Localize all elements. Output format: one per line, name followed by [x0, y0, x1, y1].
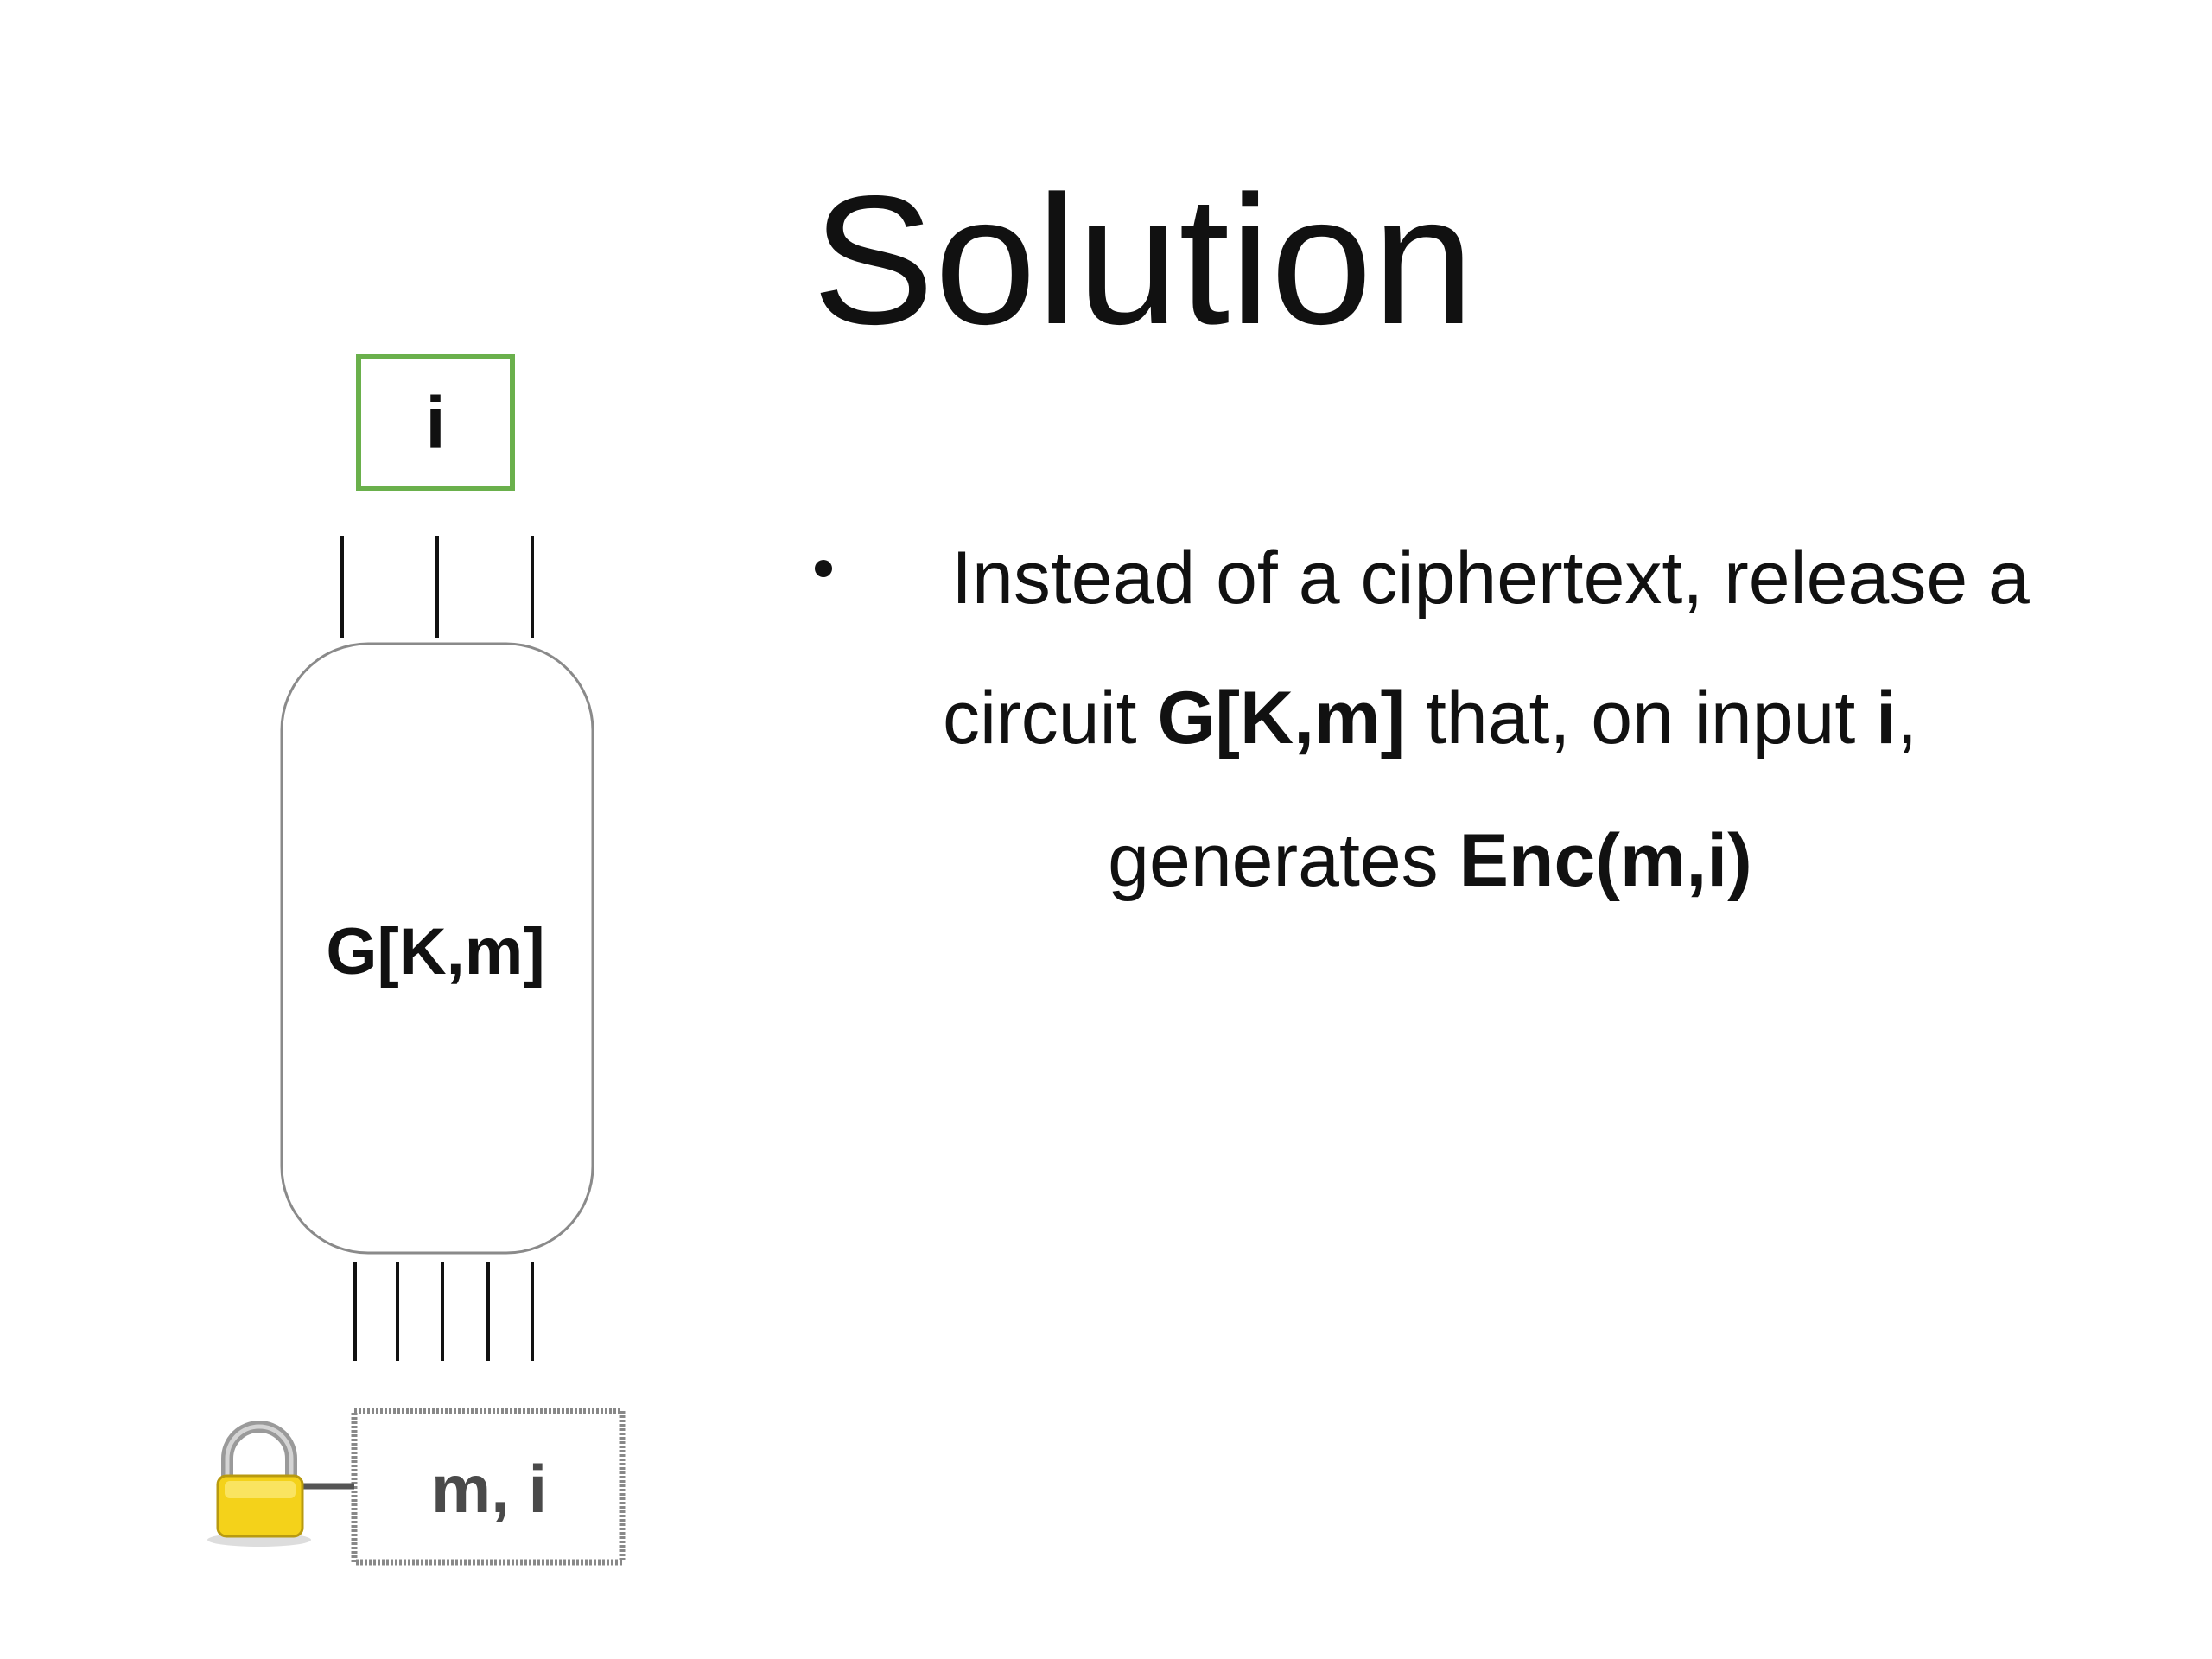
- input-wires: [340, 536, 534, 638]
- bullet-text-2a: circuit: [943, 677, 1158, 760]
- bullet-encryption-name: Enc(m,i): [1459, 819, 1752, 902]
- bullet-text-2e: ,: [1897, 677, 1917, 760]
- hidden-input-wires: [353, 1262, 534, 1361]
- bullet-circuit-name: G[K,m]: [1157, 677, 1406, 760]
- input-label: i: [425, 382, 445, 463]
- slide-title: Solution: [812, 157, 1475, 362]
- bullet-dot: [815, 560, 832, 577]
- hidden-input-label: m, i: [431, 1451, 547, 1527]
- circuit-label: G[K,m]: [326, 915, 544, 988]
- bullet-input-name: i: [1876, 677, 1897, 760]
- bullet-line-2: circuit G[K,m] that, on input i,: [795, 681, 2065, 755]
- padlock-icon: [207, 1421, 311, 1547]
- bullet-line-3: generates Enc(m,i): [795, 823, 2065, 898]
- bullet-text-3a: generates: [1108, 819, 1459, 902]
- circuit-box: [280, 642, 594, 1255]
- bullet-text-2c: that, on input: [1405, 677, 1877, 760]
- bullet-text-1: Instead of a ciphertext, release a: [951, 537, 2030, 620]
- input-box: [356, 354, 515, 491]
- bullet-line-1: Instead of a ciphertext, release a: [795, 541, 2065, 615]
